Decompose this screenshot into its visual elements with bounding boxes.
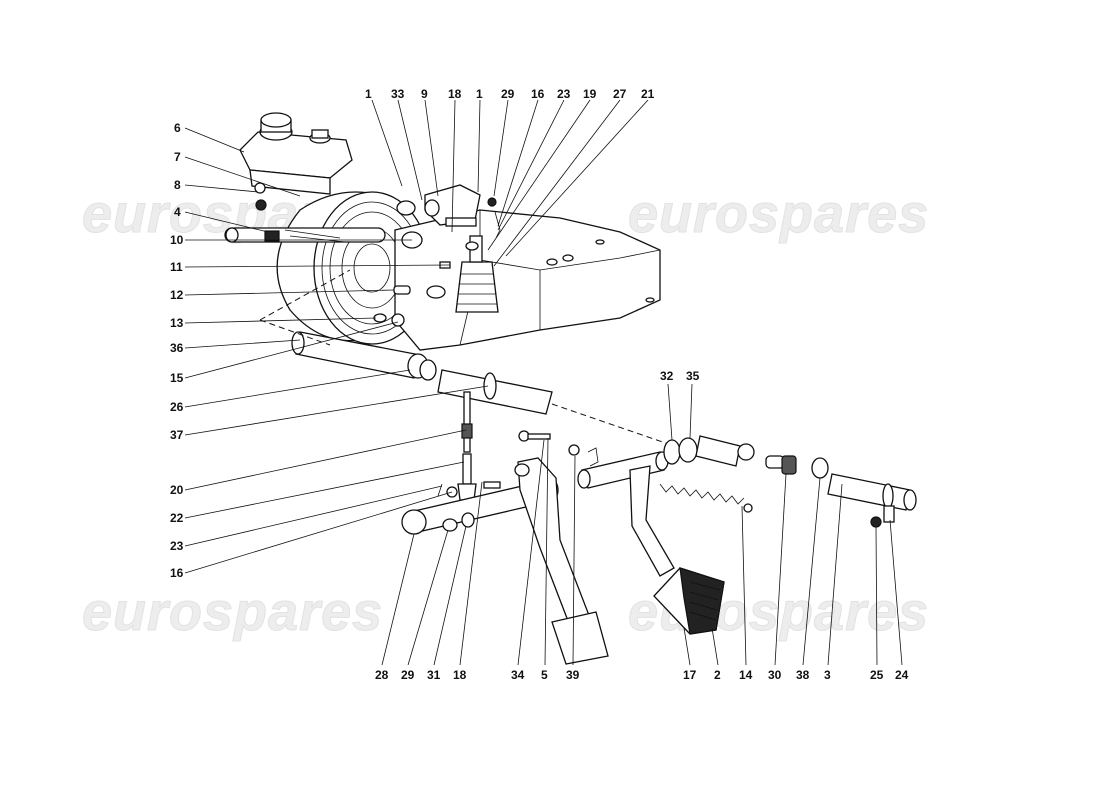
callout-22: 22 (170, 511, 184, 525)
callout-15: 15 (170, 371, 184, 385)
callout-16: 16 (531, 87, 545, 101)
brake-fluid-reservoir (239, 112, 353, 195)
pedal-box-housing (394, 209, 661, 351)
callout-23: 23 (170, 539, 184, 553)
pedal-pivot-shaft (401, 479, 559, 535)
callout-24: 24 (895, 668, 909, 682)
callout-11: 11 (170, 260, 183, 274)
callout-10: 10 (170, 233, 184, 247)
callout-31: 31 (427, 668, 441, 682)
callout-37: 37 (170, 428, 184, 442)
callout-16: 16 (170, 566, 184, 580)
callout-18: 18 (453, 668, 467, 682)
callout-14: 14 (739, 668, 753, 682)
leader-lines (184, 99, 903, 666)
brake-pedal-arm (577, 451, 725, 635)
callout-28: 28 (375, 668, 389, 682)
watermarks: eurospares eurospares eurospares eurospa… (82, 184, 929, 643)
callout-36: 36 (170, 341, 184, 355)
callout-33: 33 (391, 87, 405, 101)
adjuster-rod (457, 391, 477, 501)
callout-39: 39 (566, 668, 580, 682)
clutch-bolt-and-nut (518, 430, 599, 467)
callout-labels: 1 33 9 18 1 29 16 23 19 27 21 6 7 8 4 10… (170, 87, 909, 682)
callout-30: 30 (768, 668, 782, 682)
return-spring (659, 483, 753, 513)
callout-1: 1 (365, 87, 372, 101)
callout-25: 25 (870, 668, 884, 682)
callout-35: 35 (686, 369, 700, 383)
callout-5: 5 (541, 668, 548, 682)
clutch-pedal-arm (514, 457, 609, 665)
callout-13: 13 (170, 316, 184, 330)
callout-3: 3 (824, 668, 831, 682)
callout-34: 34 (511, 668, 525, 682)
shaft-bushings-right (663, 435, 917, 528)
callout-4: 4 (174, 205, 181, 219)
callout-29: 29 (501, 87, 515, 101)
pedal-shaft-upper (259, 269, 681, 449)
watermark-bottom-left: eurospares (82, 582, 383, 642)
watermark-top-right: eurospares (628, 184, 929, 244)
callout-6: 6 (174, 121, 181, 135)
callout-20: 20 (170, 483, 184, 497)
callout-21: 21 (641, 87, 655, 101)
callout-1: 1 (476, 87, 483, 101)
callout-27: 27 (613, 87, 627, 101)
callout-19: 19 (583, 87, 597, 101)
callout-9: 9 (421, 87, 428, 101)
callout-7: 7 (174, 150, 181, 164)
callout-38: 38 (796, 668, 810, 682)
callout-29: 29 (401, 668, 415, 682)
callout-17: 17 (683, 668, 697, 682)
callout-12: 12 (170, 288, 184, 302)
callout-2: 2 (714, 668, 721, 682)
callout-8: 8 (174, 178, 181, 192)
callout-32: 32 (660, 369, 674, 383)
callout-18: 18 (448, 87, 462, 101)
callout-26: 26 (170, 400, 184, 414)
callout-23: 23 (557, 87, 571, 101)
